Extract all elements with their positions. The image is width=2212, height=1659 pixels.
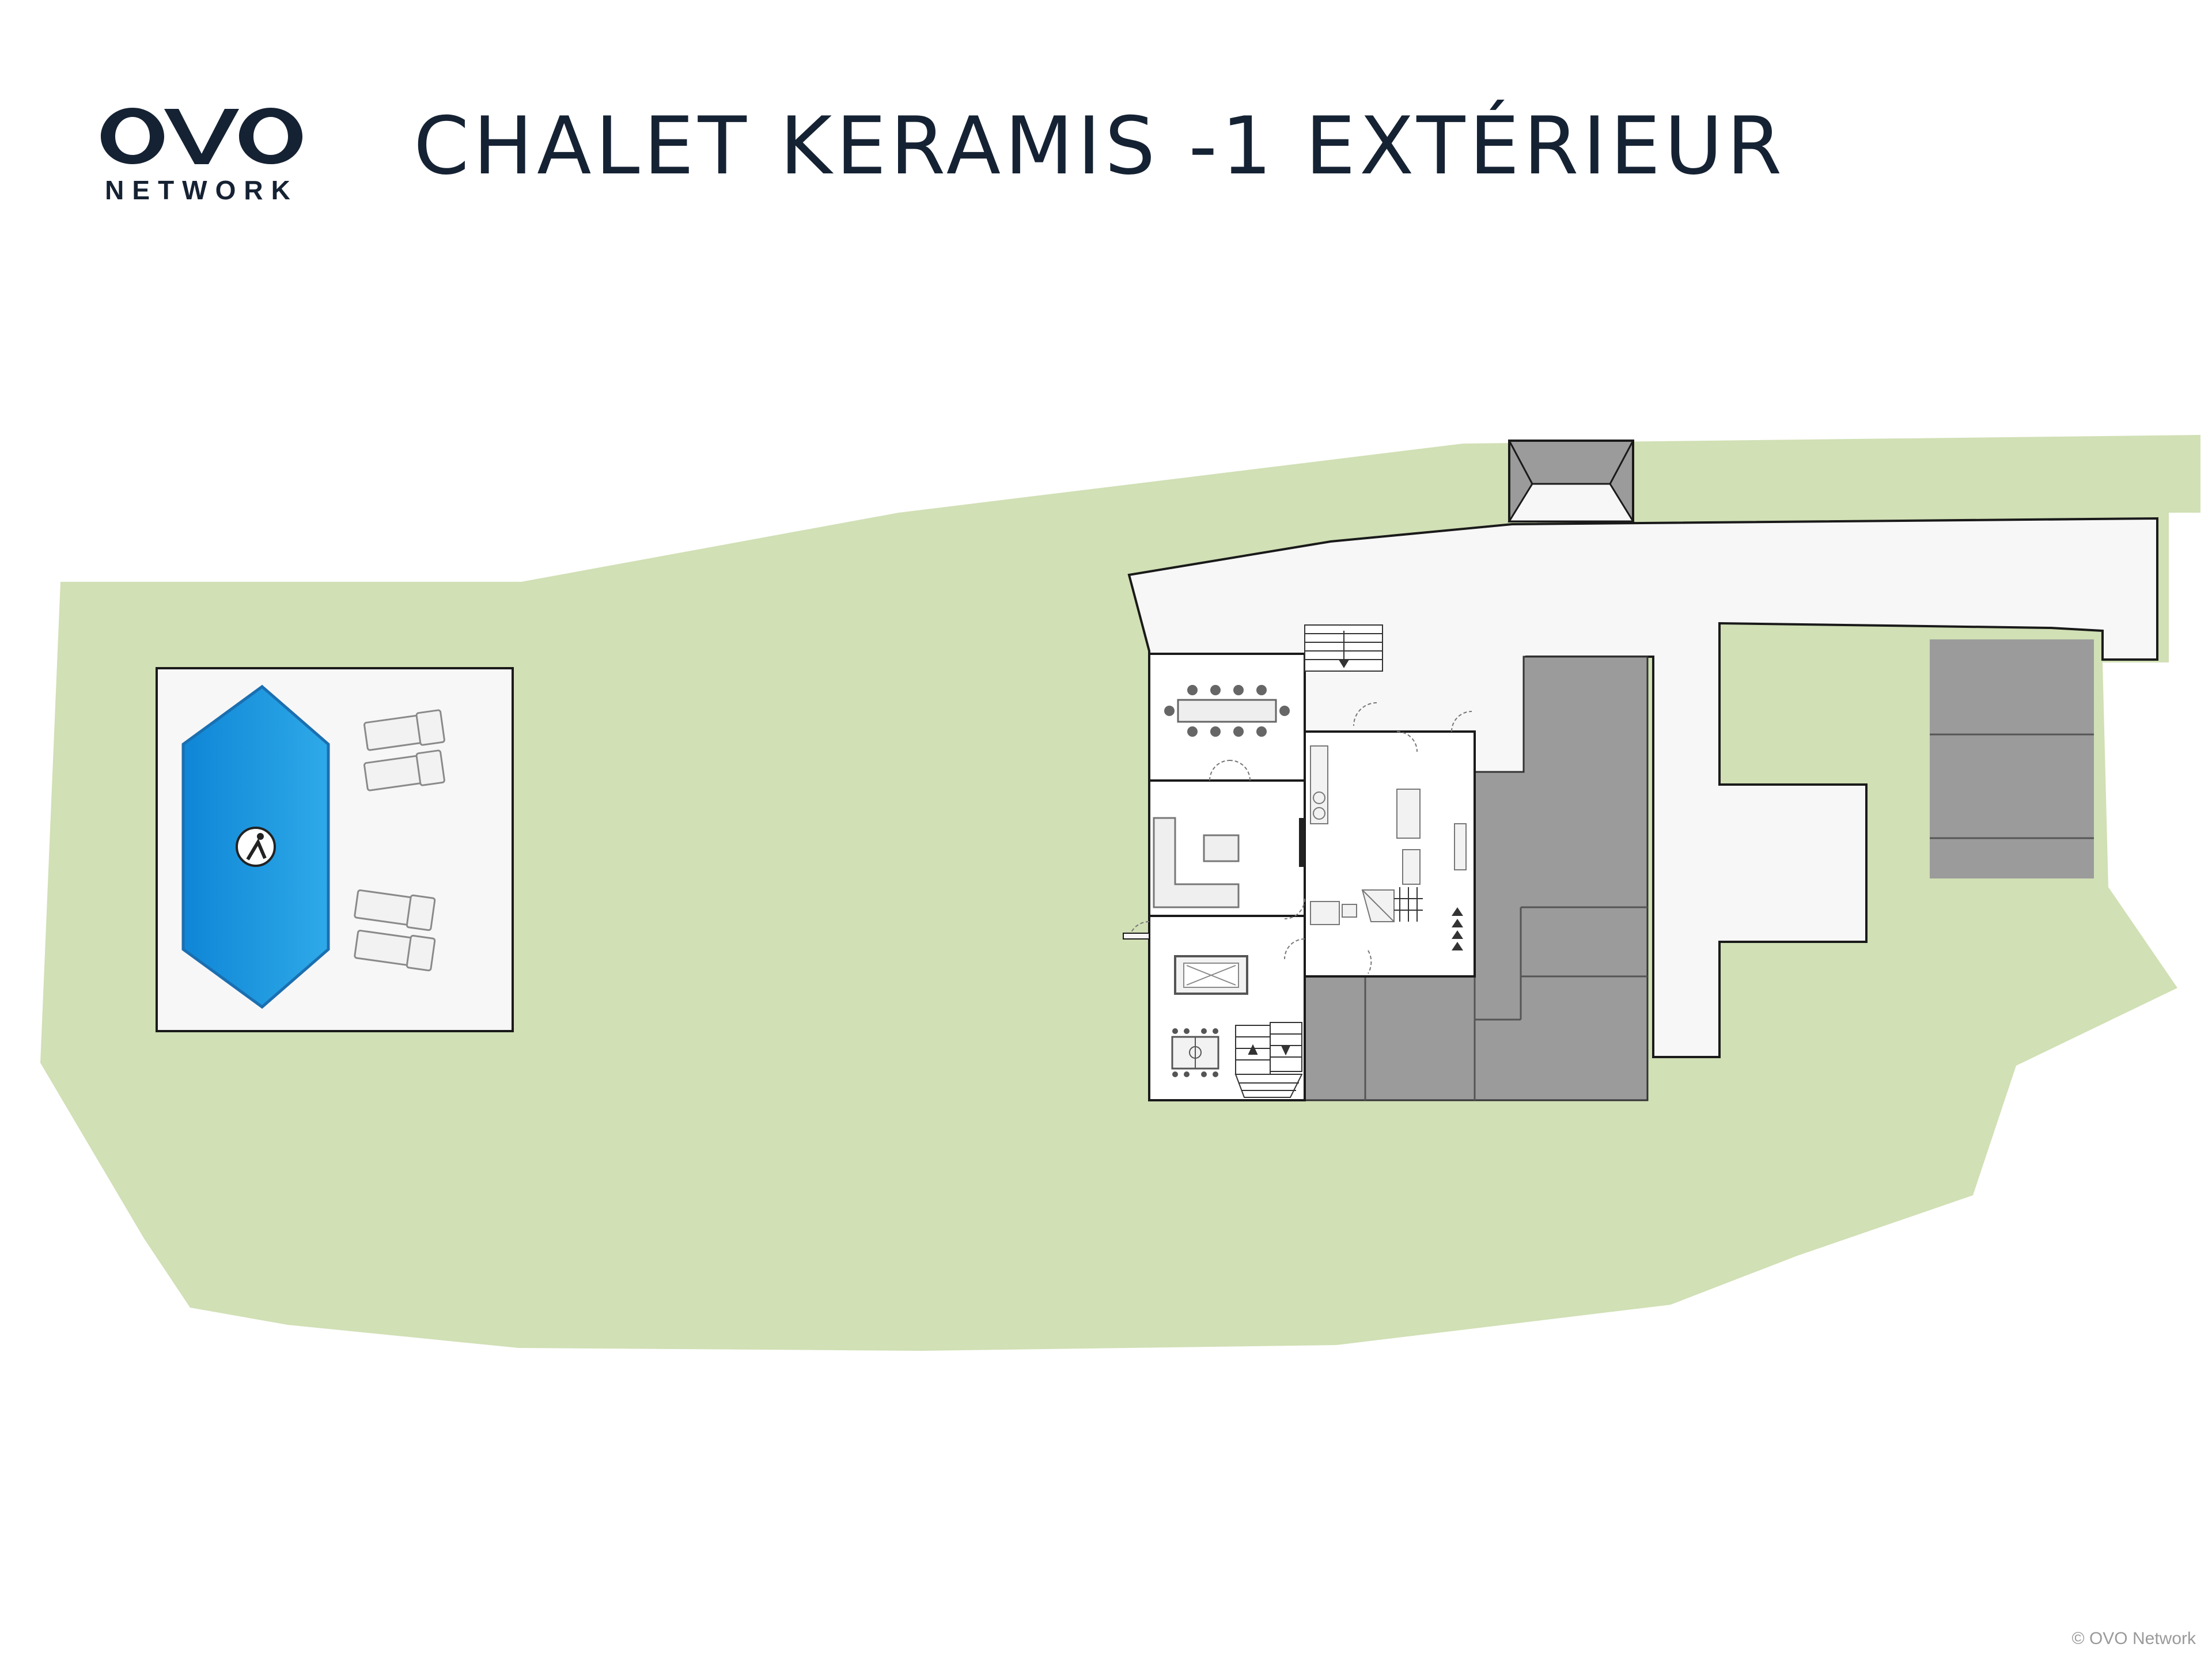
entry-gate-icon xyxy=(1508,440,1635,522)
pool-entry-icon xyxy=(236,827,276,867)
garage-annex xyxy=(1930,639,2094,878)
foosball-table-icon xyxy=(1171,1028,1219,1077)
tv-unit xyxy=(1299,818,1305,867)
sun-lounger-icon xyxy=(354,709,445,972)
interior-stairs-icon xyxy=(1234,1022,1303,1098)
games-room xyxy=(1148,915,1306,1101)
side-door xyxy=(1123,933,1150,940)
copyright-notice: © OVO Network xyxy=(2071,1629,2196,1648)
wine-rack-icon xyxy=(1394,887,1423,922)
ski-rack-icon xyxy=(1452,907,1463,950)
kitchen-fixtures xyxy=(1310,745,1467,925)
kitchen-room xyxy=(1304,730,1476,978)
sofa-icon xyxy=(1153,817,1240,908)
stairs-icon xyxy=(1304,624,1383,672)
billiard-table-icon xyxy=(1174,955,1248,995)
ovo-logo-mark-icon xyxy=(101,108,302,164)
dining-table-icon xyxy=(1164,685,1290,737)
brand-logo: NETWORK xyxy=(98,101,305,216)
page-title: CHALET KERAMIS -1 EXTÉRIEUR xyxy=(414,100,1786,192)
brand-wordmark: NETWORK xyxy=(105,175,298,205)
